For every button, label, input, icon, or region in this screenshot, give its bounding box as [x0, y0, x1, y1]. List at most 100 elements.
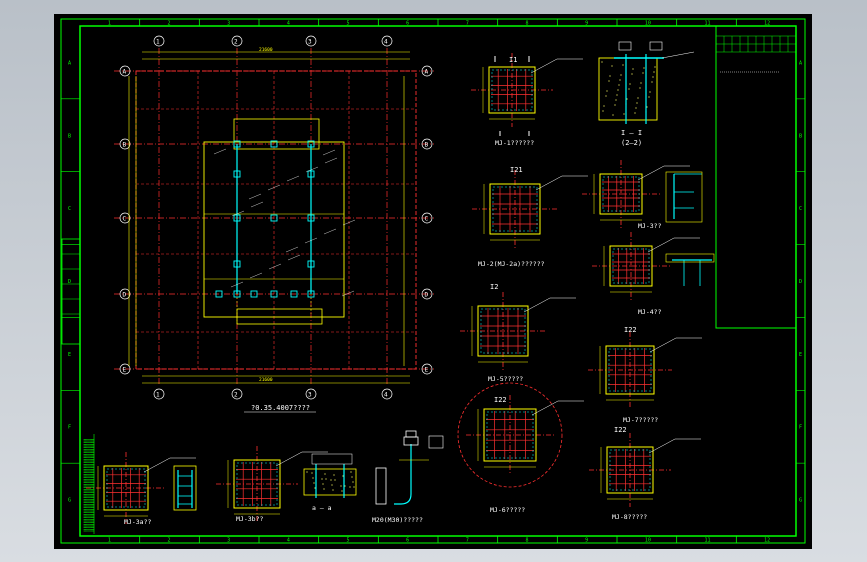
detail-plate-outline — [489, 183, 541, 235]
concrete-dot — [609, 75, 611, 77]
mj6-mark: I22 — [494, 396, 507, 404]
mj1-mark: I1 — [509, 56, 517, 64]
section-concrete-outline — [598, 57, 658, 121]
concrete-dot — [614, 104, 616, 106]
axis-bubble-top-label: 2 — [234, 39, 238, 46]
section-aa-tag — [311, 453, 353, 465]
section-tag — [618, 41, 632, 51]
concrete-dot — [606, 90, 608, 92]
axis-bubble-right — [421, 212, 433, 224]
outer-frame — [60, 18, 806, 544]
concrete-dot — [616, 94, 618, 96]
mj2-detail — [472, 170, 588, 248]
detail-leader — [637, 165, 665, 181]
concrete-dot — [620, 74, 622, 76]
plan-leader — [231, 210, 245, 217]
anchor-label: M20(M30)????? — [372, 516, 423, 524]
embedded-plate — [270, 290, 278, 298]
title-block — [715, 25, 797, 329]
concrete-dot — [632, 68, 634, 70]
mj2-label: MJ-2(MJ-2a)?????? — [478, 260, 545, 268]
concrete-dot — [605, 95, 607, 97]
row-label-left: G — [68, 498, 71, 504]
border-column-ticks — [61, 19, 805, 543]
axis-bubble-top-label: 4 — [384, 39, 388, 46]
column-label-bottom: 5 — [347, 538, 350, 544]
section-aa-dot — [312, 477, 314, 479]
section-aa-dot — [353, 486, 355, 488]
row-label-right: G — [799, 498, 802, 504]
column-label-top: 3 — [227, 21, 230, 27]
axis-bubble-right — [421, 363, 433, 375]
detail-leader — [648, 438, 676, 454]
detail-steel-plate — [608, 348, 652, 392]
axis-bubble-bottom-label: 1 — [156, 392, 160, 399]
axis-bubble-left — [119, 212, 131, 224]
inner-frame — [79, 25, 797, 537]
axis-bubble-right-label: A — [425, 69, 429, 76]
mj7-detail — [588, 332, 702, 408]
axis-bubble-top — [305, 35, 317, 47]
column-label-bottom: 9 — [585, 538, 588, 544]
plan-leader — [305, 166, 319, 173]
detail-plate-outline — [609, 245, 653, 287]
mj5-mark: I2 — [490, 283, 498, 291]
concrete-dot — [623, 113, 625, 115]
mj6-circle — [457, 382, 563, 488]
mj8-detail — [589, 433, 701, 507]
mj7-mark: I22 — [624, 326, 637, 334]
axis-bubble-right-label: D — [425, 292, 429, 299]
detail-plate-outline — [605, 345, 655, 395]
plan-leader — [213, 148, 227, 155]
column-label-top: 4 — [287, 21, 290, 27]
concrete-dot — [619, 79, 621, 81]
detail-steel-plate — [236, 462, 278, 506]
column-label-bottom: 1 — [108, 538, 111, 544]
concrete-dot — [648, 96, 650, 98]
section-aa-dot — [352, 481, 354, 483]
concrete-dot — [622, 64, 624, 66]
plan-leader — [249, 272, 263, 279]
axis-bubble-bottom — [153, 388, 165, 400]
section-aa-dot — [350, 471, 352, 473]
mj3-side-elevation — [665, 171, 703, 223]
plan-leader — [285, 246, 299, 253]
concrete-dot — [651, 81, 653, 83]
axis-bubble-bottom-label: 3 — [308, 392, 312, 399]
column-label-top: 5 — [347, 21, 350, 27]
detail-plate-outline — [233, 459, 281, 509]
axis-bubble-right — [421, 288, 433, 300]
side-stamp — [61, 238, 81, 345]
section-aa-dot — [321, 478, 323, 480]
column-label-bottom: 11 — [705, 538, 711, 544]
row-label-right: E — [799, 352, 802, 358]
plan-leader — [322, 149, 336, 156]
axis-bubble-top-label: 3 — [308, 39, 312, 46]
detail-plate-outline — [477, 305, 529, 357]
detail-leader — [530, 58, 558, 74]
column-label-bottom: 3 — [227, 538, 230, 544]
plan-dim-top-text: 21600 — [259, 47, 273, 53]
axis-bubble-top — [231, 35, 243, 47]
concrete-dot — [601, 61, 603, 63]
section-leader — [661, 51, 695, 59]
row-label-right: F — [799, 425, 802, 431]
mj5-detail — [460, 292, 576, 370]
detail-leader — [531, 400, 559, 416]
axis-bubble-right — [421, 65, 433, 77]
bolt-tag — [428, 435, 444, 449]
plan-leader — [324, 157, 338, 164]
column-label-top: 9 — [585, 21, 588, 27]
section-aa-dot — [322, 483, 324, 485]
concrete-dot — [653, 71, 655, 73]
detail-leader — [649, 337, 677, 353]
section-aa-dot — [331, 484, 333, 486]
general-notes — [83, 434, 95, 534]
section-label: I — I — [621, 129, 642, 137]
axis-bubble-right-label: E — [425, 367, 429, 374]
row-label-left: C — [68, 206, 71, 212]
row-label-left: E — [68, 352, 71, 358]
